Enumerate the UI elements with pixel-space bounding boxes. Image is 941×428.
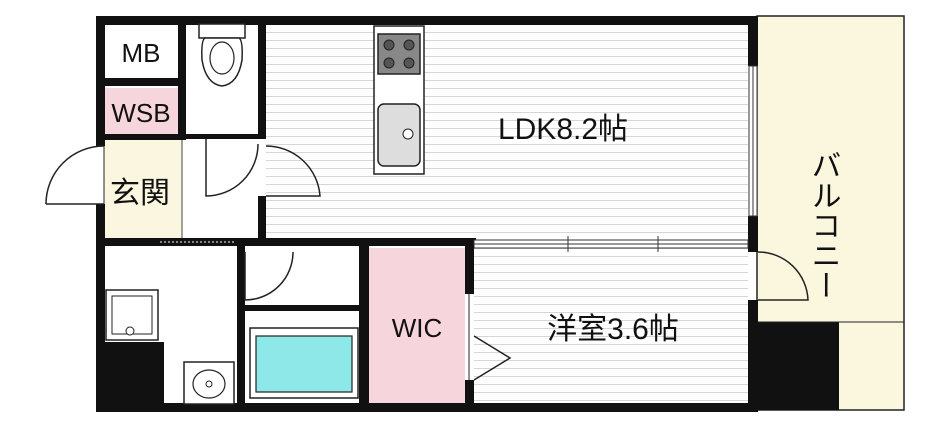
wash-basin-icon [183, 361, 235, 405]
outer-wall-right-mid [748, 216, 758, 252]
bathtub-icon [249, 327, 359, 399]
wall-bath-top-divider [245, 305, 359, 311]
washer-pan-icon [105, 289, 159, 341]
toilet-door-swing [205, 139, 259, 197]
wall-mb-bottom [96, 78, 182, 86]
room-label-yoshitsu: 洋室3.6帖 [547, 313, 679, 346]
wall-bath-right [359, 246, 369, 406]
outer-wall-top [96, 16, 758, 25]
room-label-wic: WIC [392, 313, 443, 343]
toilet-icon [198, 23, 246, 87]
wall-wsb-bottom [96, 134, 186, 140]
wic-fill [369, 248, 465, 404]
wall-ldk-left-lower [258, 196, 266, 242]
room-label-wsb: WSB [111, 98, 170, 128]
outer-wall-left-lower [96, 204, 105, 412]
wall-wic-right [465, 246, 474, 294]
outer-wall-right-lower [748, 300, 758, 412]
wall-toilet-bottom [182, 134, 266, 139]
room-label-ldk: LDK8.2帖 [498, 113, 628, 146]
room-label-mb: MB [122, 38, 161, 68]
outer-wall-bottom [96, 403, 758, 412]
ldk-door-swing [265, 145, 321, 197]
wall-wic-right-lower [465, 380, 474, 406]
balcony-dark-corner [757, 322, 839, 410]
room-label-balcony: バルコニー [807, 150, 840, 300]
genkan-floor [104, 140, 182, 238]
outer-wall-right-upper [748, 16, 758, 66]
wic-door-swing [473, 335, 512, 381]
wall-mid-horizontal-left [96, 238, 476, 246]
yoshitsu-door-swing [757, 251, 809, 301]
yoshitsu-floor [474, 248, 748, 403]
wall-dark-corner [104, 342, 164, 406]
washroom-door-swing [244, 251, 294, 301]
room-label-genkan: 玄関 [110, 177, 170, 210]
wall-toilet-right [258, 16, 266, 136]
wall-washroom-right [237, 246, 245, 406]
entrance-door-swing [45, 145, 105, 205]
kitchen-sink-icon [377, 103, 421, 167]
ldk-floor [266, 24, 748, 240]
wsb-fill [104, 88, 178, 136]
